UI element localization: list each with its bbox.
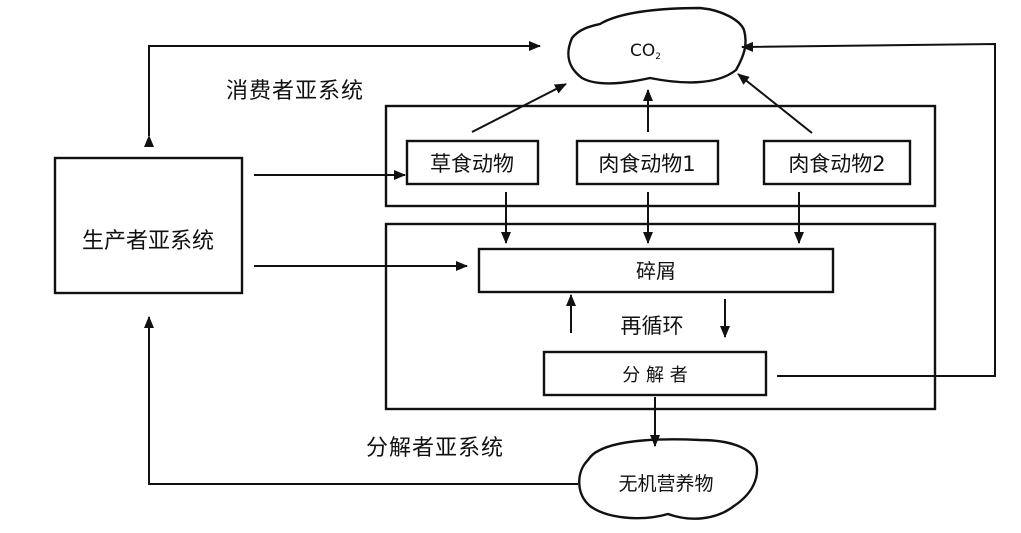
producer-subsystem-box [53,156,244,295]
co2-base: CO [630,41,655,61]
co2-cloud [567,6,747,85]
inorganic-nutrients-label: 无机营养物 [618,473,713,495]
consumer-subsystem-frame [384,104,937,208]
carnivore1-label: 肉食动物1 [598,152,695,176]
detritus-box [477,247,835,294]
carnivore1-box [575,139,720,186]
recycle-label: 再循环 [621,314,684,338]
herbivore-to-co2-arrow [471,83,567,133]
co2-label: CO2 [630,41,661,62]
carnivore2-to-co2-arrow [737,73,813,134]
carnivore2-box [762,139,912,186]
inorganic-nutrients-cloud [578,438,759,520]
decomposer-box [542,350,768,397]
decomposer-to-co2-arrow [741,41,996,377]
herbivore-label: 草食动物 [430,152,514,176]
decomposer-subsystem-label: 分解者亚系统 [366,436,504,461]
decomposer-label: 分 解 者 [622,365,687,386]
nutrients-to-producer-arrow [144,316,578,485]
carnivore2-label: 肉食动物2 [788,152,885,176]
consumer-subsystem-label: 消费者亚系统 [226,79,364,104]
co2-subscript: 2 [655,52,661,62]
decomposer-subsystem-frame [384,222,937,411]
producer-co2-exchange-arrow [144,41,541,147]
producer-subsystem-label: 生产者亚系统 [82,229,214,254]
detritus-label: 碎屑 [636,259,676,283]
